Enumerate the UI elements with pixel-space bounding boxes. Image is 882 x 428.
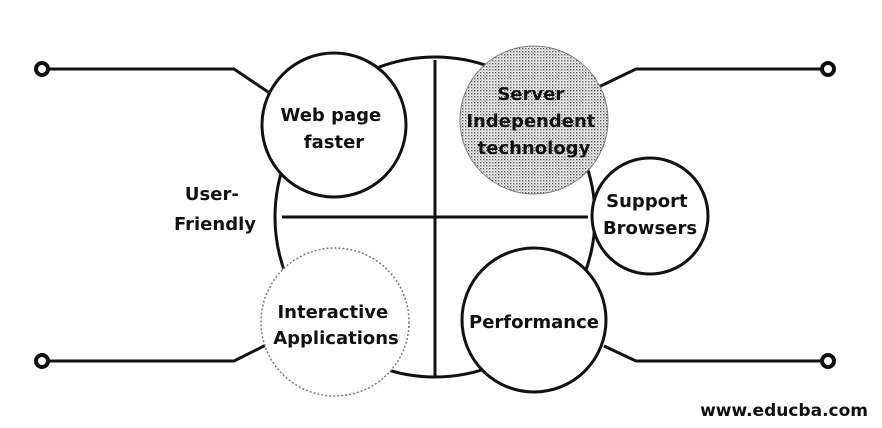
label-interactive-applications: Interactive Applications: [273, 302, 399, 349]
terminal-dot-bottom-right: [820, 353, 836, 369]
node-interactive-applications: [260, 247, 410, 397]
terminal-dot-bottom-left: [34, 353, 50, 369]
node-performance: [460, 246, 608, 394]
connector-top-left: [34, 61, 275, 98]
center-label-user-friendly: User- Friendly: [174, 184, 256, 235]
terminal-dot-top-left: [34, 61, 50, 77]
node-server-independent-technology: [459, 45, 609, 195]
website-watermark: www.educba.com: [700, 401, 868, 421]
connector-bottom-left: [34, 338, 277, 369]
node-web-page-faster: [260, 51, 408, 199]
connector-bottom-right: [603, 344, 836, 369]
label-web-page-faster: Web page faster: [281, 105, 388, 153]
label-support-browsers: Support Browsers: [603, 191, 697, 239]
label-server-independent-technology: Server Independent technology: [466, 84, 601, 159]
label-performance: Performance: [469, 312, 599, 333]
connector-top-right: [579, 61, 836, 98]
node-support-browsers: [590, 156, 710, 276]
terminal-dot-top-right: [820, 61, 836, 77]
